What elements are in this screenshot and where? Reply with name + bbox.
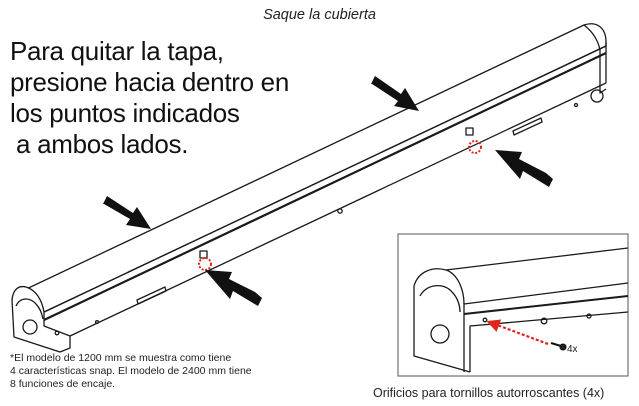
instruction-line-3: los puntos indicados bbox=[10, 98, 240, 128]
inset-end-arc bbox=[419, 285, 461, 313]
right-end-hole bbox=[590, 89, 604, 103]
inset-lens bbox=[413, 247, 629, 305]
snap-tab-right bbox=[465, 127, 474, 136]
inset-housing-bottom bbox=[469, 311, 629, 372]
inset-caption: Orificios para tornillos autorroscantes … bbox=[373, 386, 605, 400]
screw-direction-arrow bbox=[486, 319, 549, 346]
instruction-text: Para quitar la tapa, presione hacia dent… bbox=[10, 36, 310, 160]
screw-hole-inset bbox=[397, 233, 629, 377]
snap-point-highlight-left bbox=[198, 257, 212, 271]
footnote-line-2: 4 características snap. El modelo de 240… bbox=[10, 365, 252, 377]
lens-seam bbox=[41, 45, 607, 314]
snap-tab-left bbox=[199, 250, 208, 259]
lens-seam-shadow bbox=[43, 52, 607, 321]
end-cap-arc bbox=[15, 298, 44, 320]
right-end-screw bbox=[573, 102, 579, 108]
inset-end-hole bbox=[430, 324, 450, 344]
footnote-line-3: 8 funciones de encaje. bbox=[10, 378, 116, 390]
end-cap-screw bbox=[94, 319, 100, 325]
inset-lens-seam bbox=[463, 295, 629, 315]
page-title: Saque la cubierta bbox=[263, 7, 376, 23]
housing-right-cap bbox=[583, 24, 607, 94]
instruction-line-1: Para quitar la tapa, bbox=[10, 36, 224, 66]
inset-end-cap bbox=[413, 286, 471, 373]
push-arrows bbox=[103, 76, 553, 306]
footnote-line-1: *El modelo de 1200 mm se muestra como ti… bbox=[10, 352, 232, 364]
instruction-line-2: presione hacia dentro en bbox=[10, 67, 290, 97]
housing-knockout bbox=[337, 208, 343, 214]
screw-icon bbox=[550, 342, 567, 351]
inset-frame bbox=[397, 233, 629, 377]
end-cap-screw bbox=[54, 330, 60, 336]
inset-knockout bbox=[540, 317, 548, 325]
end-cap-hole bbox=[22, 319, 38, 335]
screw-count-label: 4x bbox=[567, 344, 578, 355]
inset-knockout bbox=[586, 313, 592, 319]
push-arrow-top-left bbox=[103, 196, 151, 229]
snap-point-highlight-right bbox=[468, 140, 482, 154]
push-arrow-top-right bbox=[371, 76, 419, 111]
light-fixture bbox=[11, 23, 607, 353]
push-arrow-lower-right bbox=[495, 150, 553, 187]
end-cap-left bbox=[11, 285, 71, 353]
housing-slot-right bbox=[512, 117, 543, 136]
housing-slot-left bbox=[136, 286, 167, 305]
push-arrow-lower-left bbox=[205, 270, 262, 306]
instruction-line-4: a ambos lados. bbox=[16, 129, 189, 159]
footnote: *El modelo de 1200 mm se muestra como ti… bbox=[10, 352, 370, 391]
